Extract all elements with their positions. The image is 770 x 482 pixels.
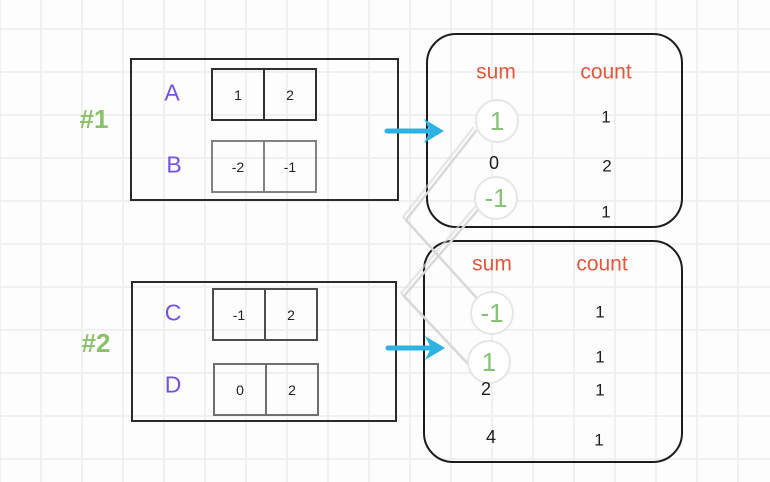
sum-value: 0 bbox=[488, 153, 500, 173]
sum-value: -1 bbox=[480, 298, 504, 328]
sum-value: 1 bbox=[481, 347, 497, 377]
array-cell: -1 bbox=[212, 288, 266, 341]
count-value: 1 bbox=[595, 347, 605, 367]
example2-input-box bbox=[131, 281, 397, 422]
array-c-cells: -1 2 bbox=[212, 288, 318, 341]
hashmap2-box bbox=[423, 240, 683, 463]
array-a-label: A bbox=[164, 79, 180, 106]
example2-label: #2 bbox=[81, 328, 111, 358]
count-value: 1 bbox=[595, 380, 605, 400]
array-b-cells: -2 -1 bbox=[211, 140, 317, 193]
array-cell: 0 bbox=[213, 363, 267, 416]
sum-value: 1 bbox=[489, 106, 505, 136]
sum-value: 4 bbox=[485, 427, 497, 447]
sum-header: sum bbox=[472, 252, 512, 276]
example1-label: #1 bbox=[79, 104, 109, 134]
array-d-label: D bbox=[164, 371, 182, 398]
sum-value: 2 bbox=[480, 379, 492, 399]
array-cell: 2 bbox=[264, 288, 318, 341]
array-b-label: B bbox=[166, 151, 182, 178]
count-value: 1 bbox=[595, 302, 605, 322]
array-cell: -1 bbox=[263, 140, 317, 193]
count-header: count bbox=[576, 252, 628, 276]
array-cell: -2 bbox=[211, 140, 265, 193]
array-d-cells: 0 2 bbox=[213, 363, 319, 416]
array-a-cells: 1 2 bbox=[211, 68, 317, 121]
count-header: count bbox=[580, 60, 632, 84]
array-cell: 2 bbox=[263, 68, 317, 121]
hashmap1-box bbox=[426, 33, 683, 228]
array-cell: 1 bbox=[211, 68, 265, 121]
count-value: 1 bbox=[594, 430, 604, 450]
sum-value: -1 bbox=[484, 183, 508, 213]
count-value: 2 bbox=[602, 156, 612, 176]
sum-header: sum bbox=[476, 60, 516, 84]
array-cell: 2 bbox=[265, 363, 319, 416]
count-value: 1 bbox=[601, 107, 611, 127]
count-value: 1 bbox=[601, 202, 611, 222]
array-c-label: C bbox=[164, 299, 182, 326]
